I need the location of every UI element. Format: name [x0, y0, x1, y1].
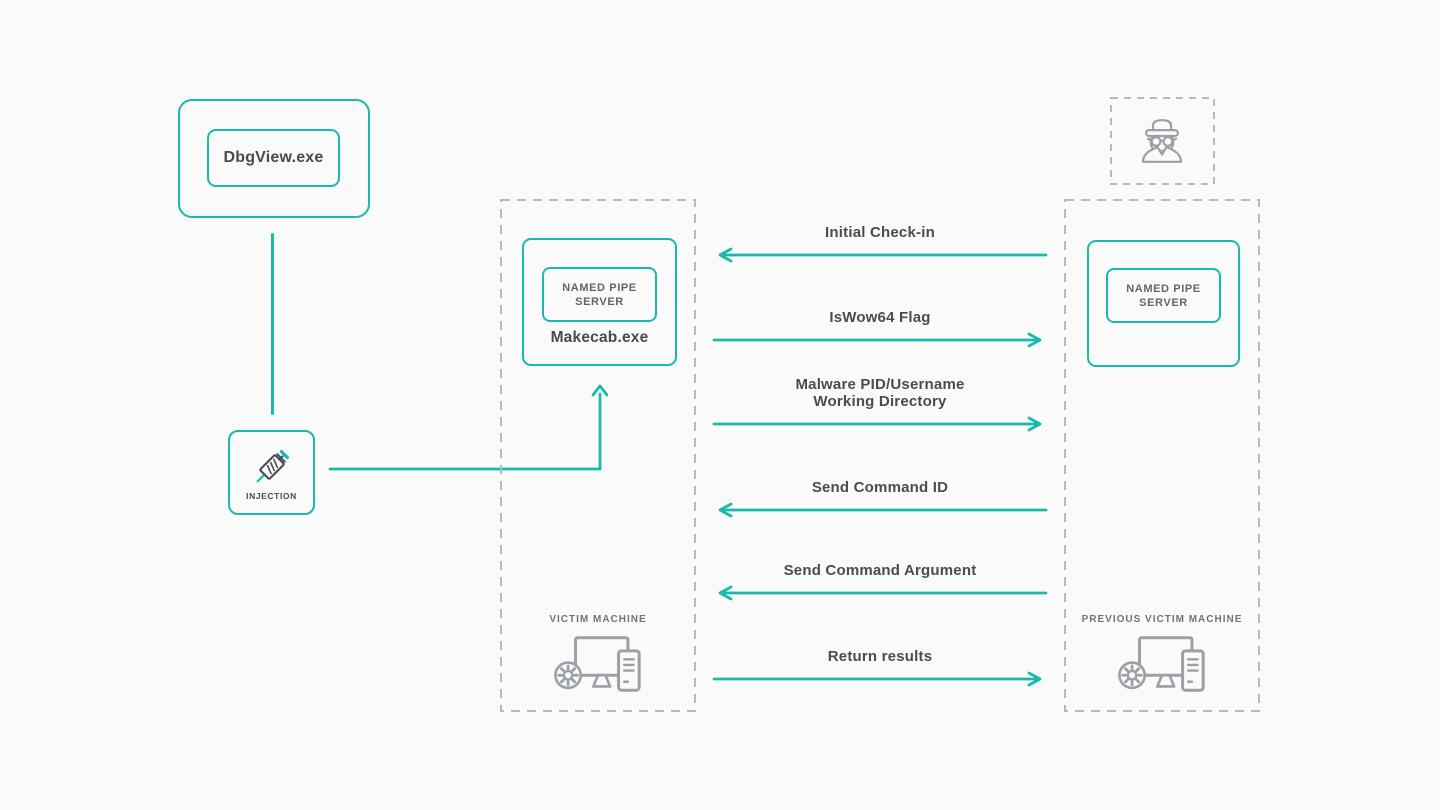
- message-label: Initial Check-in: [825, 224, 935, 241]
- previous-victim-pipe-server-box: NAMED PIPE SERVER: [1106, 268, 1221, 323]
- previous-victim-machine-label: PREVIOUS VICTIM MACHINE: [1081, 614, 1243, 625]
- makecab-process-label: Makecab.exe: [550, 329, 649, 346]
- message-label: Send Command Argument: [783, 562, 977, 579]
- spy-icon: [1141, 119, 1183, 163]
- message-arrow-left: [718, 585, 1048, 601]
- message-arrow-left: [718, 502, 1048, 518]
- debugger-to-injection-line: [271, 233, 274, 415]
- message-label: IsWow64 Flag: [829, 309, 931, 326]
- attacker-box: [1110, 97, 1215, 185]
- message-arrow-right: [712, 416, 1042, 432]
- message-label: Send Command ID: [811, 479, 949, 496]
- computer-icon: [554, 636, 641, 692]
- makecab-process-box: NAMED PIPE SERVER Makecab.exe: [522, 238, 677, 366]
- syringe-icon: [256, 450, 289, 483]
- message-arrow-right: [712, 671, 1042, 687]
- victim-pipe-server-box: NAMED PIPE SERVER: [542, 267, 657, 322]
- previous-victim-process-box: NAMED PIPE SERVER: [1087, 240, 1240, 367]
- debugger-process-label: DbgView.exe: [223, 149, 324, 166]
- message-label: Malware PID/Username Working Directory: [795, 376, 965, 410]
- injection-label: INJECTION: [246, 491, 297, 501]
- injection-to-makecab-arrow: [328, 384, 608, 471]
- message-arrow-left: [718, 247, 1048, 263]
- injection-box: INJECTION: [228, 430, 315, 515]
- makecab-process-label-wrap: Makecab.exe: [524, 329, 675, 347]
- victim-pipe-server-label: NAMED PIPE SERVER: [562, 281, 637, 308]
- message-arrow-right: [712, 332, 1042, 348]
- victim-machine-label: VICTIM MACHINE: [549, 614, 647, 625]
- previous-victim-machine-container: [1064, 199, 1260, 712]
- victim-machine-container: [500, 199, 696, 712]
- previous-victim-pipe-server-label: NAMED PIPE SERVER: [1126, 282, 1201, 309]
- computer-icon: [1118, 636, 1205, 692]
- debugger-process-box: DbgView.exe: [207, 129, 340, 187]
- message-label: Return results: [827, 648, 933, 665]
